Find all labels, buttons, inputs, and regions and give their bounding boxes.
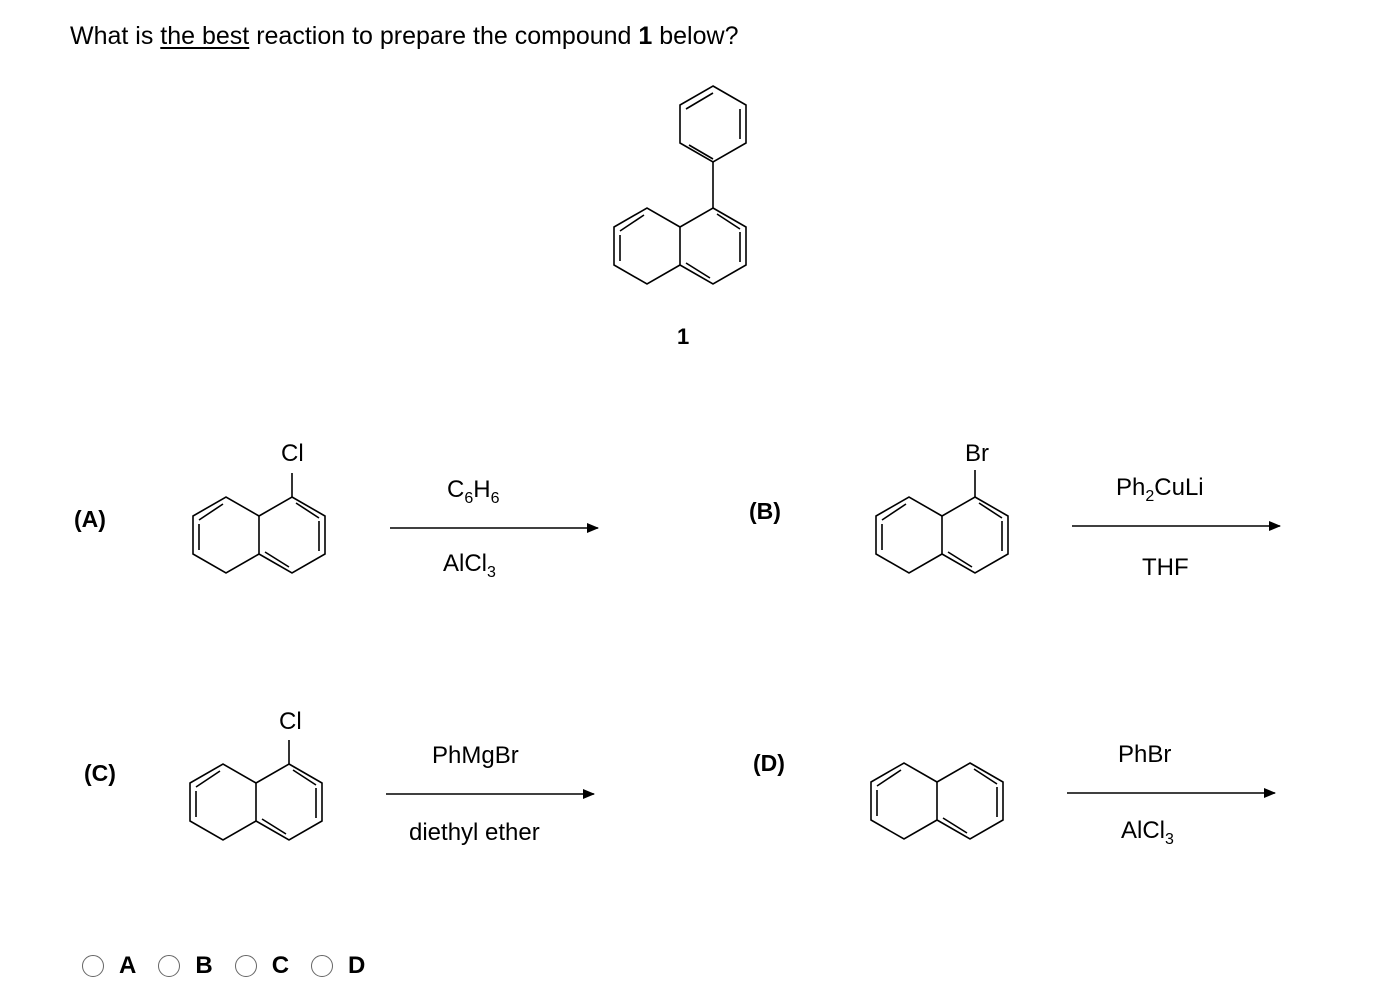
reaction-a-reagent-above: C6H6 — [447, 476, 500, 507]
reaction-c-structure — [189, 740, 595, 841]
option-d-label: D — [348, 952, 366, 979]
reaction-c-reagent-above: PhMgBr — [432, 742, 519, 769]
reaction-d-structure — [870, 762, 1276, 840]
reaction-d-reagent-below: AlCl3 — [1121, 817, 1174, 848]
radio-c[interactable] — [234, 955, 257, 977]
reaction-a-substituent: Cl — [281, 440, 304, 467]
reaction-d-reagent-above: PhBr — [1118, 741, 1172, 768]
radio-a[interactable] — [82, 955, 104, 977]
reaction-a-structure — [192, 473, 599, 574]
compound-1-label: 1 — [677, 324, 690, 349]
question-prefix: What is — [70, 22, 161, 50]
option-c[interactable]: C — [234, 952, 290, 980]
option-a[interactable]: A — [82, 952, 136, 980]
question-compound: 1 — [638, 22, 653, 50]
reaction-b-structure — [875, 470, 1281, 574]
reaction-a-label: (A) — [74, 506, 106, 532]
reaction-c-substituent: Cl — [279, 708, 302, 735]
reaction-b-reagent-above: Ph2CuLi — [1116, 474, 1204, 505]
reaction-c-label: (C) — [84, 760, 116, 786]
reaction-a-reagent-below: AlCl3 — [443, 550, 496, 581]
option-b[interactable]: B — [158, 952, 213, 980]
answer-options: A B C D — [82, 952, 387, 980]
option-d[interactable]: D — [311, 952, 365, 980]
reaction-c-reagent-below: diethyl ether — [409, 819, 540, 846]
question-middle: reaction to prepare the compound — [249, 22, 639, 50]
reaction-b-label: (B) — [749, 498, 781, 524]
reaction-b-substituent: Br — [965, 440, 989, 467]
question-suffix: below? — [652, 22, 739, 50]
radio-b[interactable] — [158, 955, 181, 977]
option-b-label: B — [195, 952, 213, 979]
option-c-label: C — [271, 952, 290, 979]
reaction-b-reagent-below: THF — [1142, 554, 1189, 581]
reaction-d-label: (D) — [753, 750, 785, 776]
option-a-label: A — [119, 952, 137, 979]
question-underlined: the best — [160, 22, 250, 50]
question-text: What is the best reaction to prepare the… — [70, 22, 738, 51]
compound-1-structure — [613, 85, 747, 285]
radio-d[interactable] — [311, 955, 334, 977]
